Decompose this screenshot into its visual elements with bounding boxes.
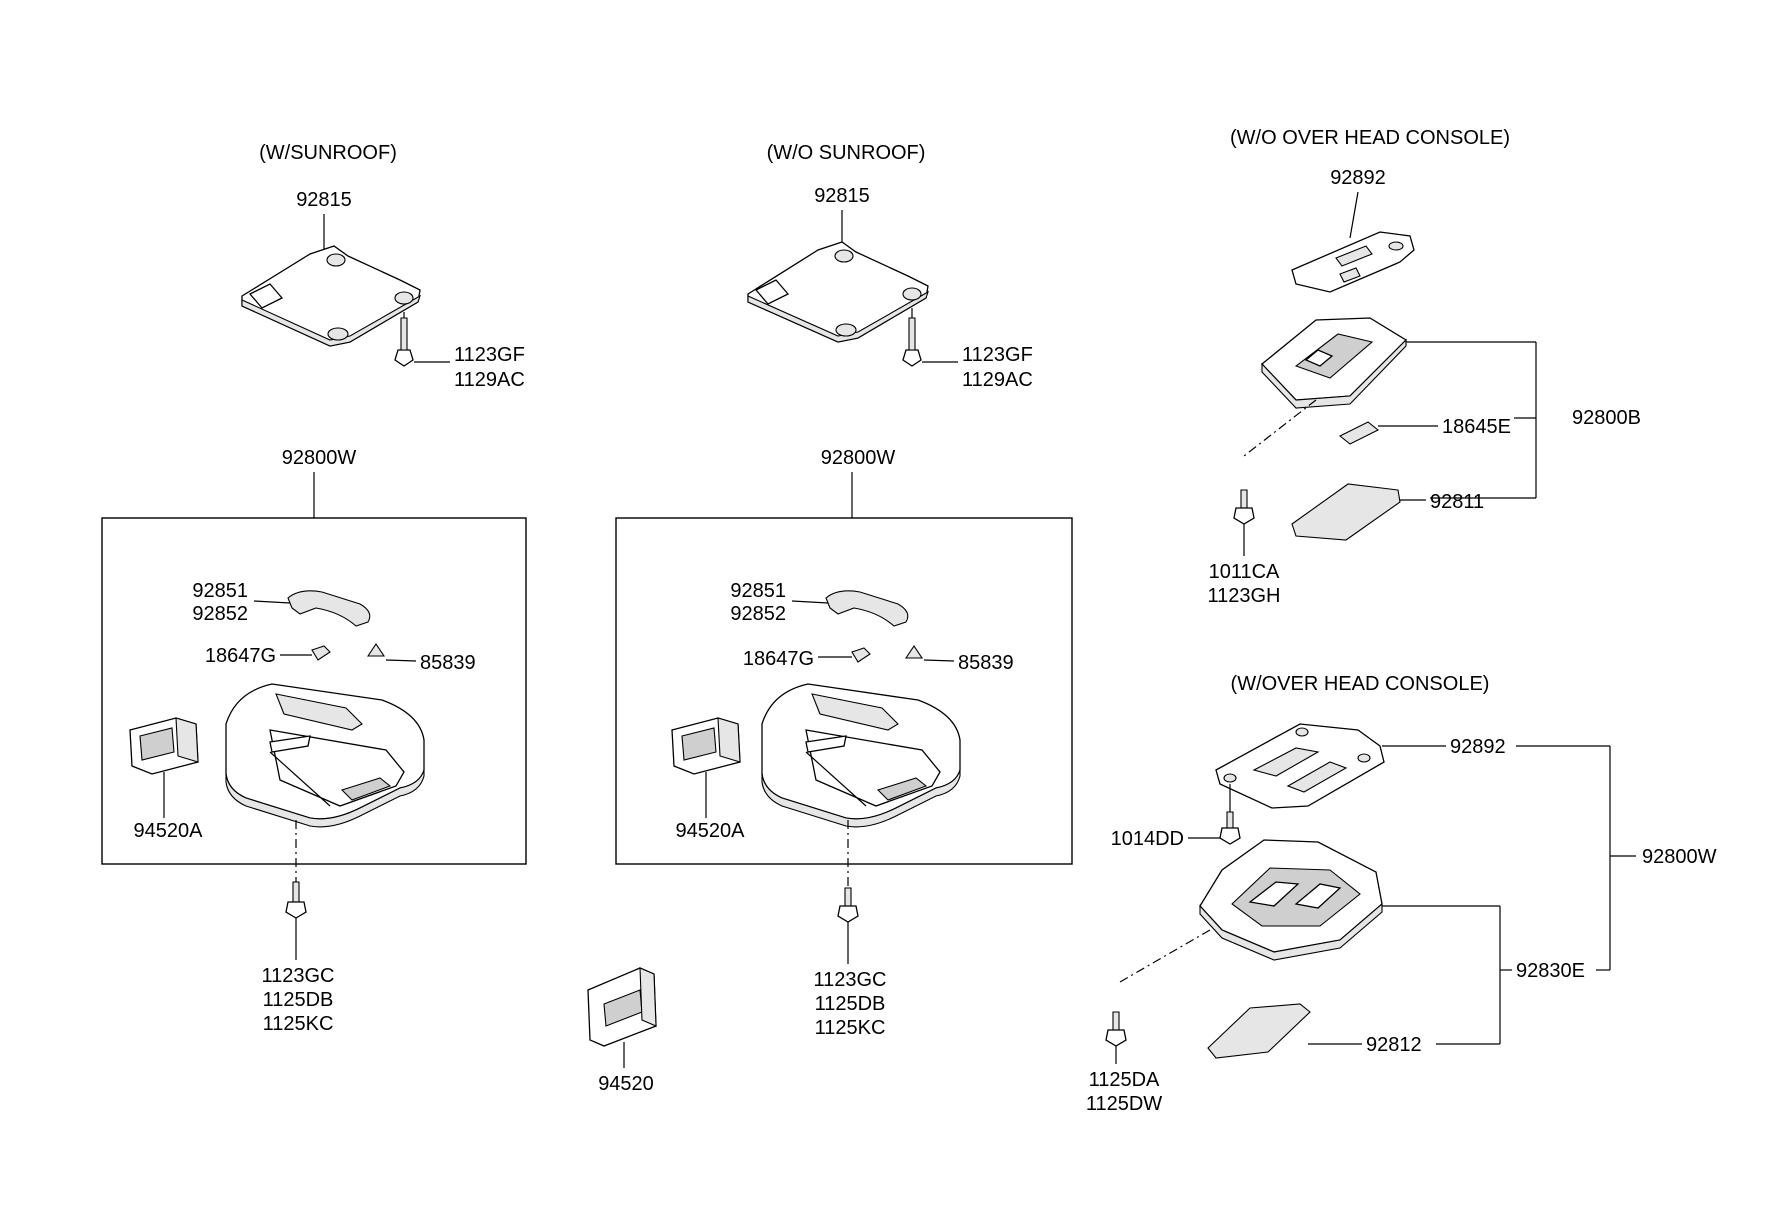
label-lens-left-92851: 92851 — [192, 580, 248, 602]
map-lamp-housing — [1261, 317, 1408, 409]
label-bolt-middle-1123gc: 1123GC — [813, 969, 886, 991]
bolt-middle — [837, 887, 859, 964]
assembly-frame-middle — [615, 517, 1073, 865]
label-bolt-lower-right-1125dw: 1125DW — [1086, 1093, 1162, 1115]
clip-part-middle — [904, 645, 924, 659]
label-screw-left-1123gf: 1123GF — [454, 344, 525, 366]
lens-part-left — [287, 590, 371, 627]
label-screw-middle-1129ac: 1129AC — [962, 369, 1033, 391]
leader-lens-middle — [791, 600, 829, 604]
bracket-plate-left — [241, 245, 421, 347]
screw-middle-top — [902, 308, 922, 367]
label-bracket-lower-right: 92892 — [1450, 736, 1506, 758]
centerline-lower-right — [1119, 929, 1211, 983]
lens-part-upper-right — [1291, 483, 1401, 541]
label-lens-middle-92851: 92851 — [730, 580, 786, 602]
module-part-middle — [671, 717, 741, 775]
label-lens-upper-right: 92811 — [1430, 491, 1484, 513]
label-screw-upper-right-1011ca: 1011CA — [1209, 561, 1280, 583]
leader-clip-middle — [923, 659, 955, 662]
label-module-middle: 94520A — [676, 820, 746, 842]
leader-bracket-upper-right — [1349, 191, 1359, 239]
label-clip-middle: 85839 — [958, 652, 1014, 674]
leader-clip-left — [385, 659, 417, 662]
label-lens-lower-right: 92812 — [1366, 1034, 1422, 1056]
label-screw-middle-1123gf: 1123GF — [962, 344, 1033, 366]
console-housing-middle — [761, 683, 961, 828]
screw-left-top — [394, 312, 414, 367]
label-bracket-left: 92815 — [296, 189, 352, 211]
leader-lens-left — [253, 600, 291, 604]
bulb-part-middle — [851, 647, 871, 663]
label-clip-left: 85839 — [420, 652, 476, 674]
section-title-w-sunroof: (W/SUNROOF) — [259, 142, 397, 164]
section-title-wo-overhead-console: (W/O OVER HEAD CONSOLE) — [1230, 127, 1510, 149]
label-bolt-left-1125db: 1125DB — [263, 989, 334, 1011]
label-screw-left-1129ac: 1129AC — [454, 369, 525, 391]
label-bulb-left: 18647G — [205, 645, 276, 667]
label-control-unit: 94520 — [598, 1073, 654, 1095]
label-bulb-middle: 18647G — [743, 648, 814, 670]
control-unit-part — [587, 967, 657, 1047]
label-bracket-upper-right: 92892 — [1330, 167, 1386, 189]
label-assembly-lower-right: 92800W — [1642, 846, 1717, 868]
label-screw-upper-right-1123gh: 1123GH — [1207, 585, 1280, 607]
clip-part-left — [366, 643, 386, 657]
console-housing-left — [225, 683, 425, 828]
label-lens-left-92852: 92852 — [192, 603, 248, 625]
label-bolt-middle-1125kc: 1125KC — [815, 1017, 886, 1039]
lens-part-middle — [825, 590, 909, 627]
label-bolt-lower-right-1125da: 1125DA — [1089, 1069, 1160, 1091]
bracket-plate-lower-right — [1215, 723, 1385, 809]
bracket-plate-middle — [747, 241, 929, 343]
label-assembly-left: 92800W — [282, 447, 357, 469]
label-bolt-left-1123gc: 1123GC — [261, 965, 334, 987]
bulb-part-upper-right — [1338, 421, 1380, 445]
section-title-wo-sunroof: (W/O SUNROOF) — [767, 142, 926, 164]
label-lens-middle-92852: 92852 — [730, 603, 786, 625]
centerline-upper-right — [1243, 399, 1317, 457]
label-bracket-middle: 92815 — [814, 185, 870, 207]
bolt-lower-right — [1105, 1011, 1127, 1064]
screw-upper-right — [1233, 489, 1255, 556]
label-assembly-upper-right: 92800B — [1572, 407, 1641, 429]
label-housing-lower-right: 92830E — [1516, 960, 1585, 982]
console-housing-lower-right — [1199, 839, 1383, 961]
label-bolt-left-1125kc: 1125KC — [263, 1013, 334, 1035]
label-assembly-middle: 92800W — [821, 447, 896, 469]
module-part-left — [129, 717, 199, 775]
assembly-frame-left — [101, 517, 527, 865]
bracket-plate-upper-right — [1291, 231, 1415, 293]
label-module-left: 94520A — [134, 820, 204, 842]
bolt-left — [285, 881, 307, 960]
screw-lower-right — [1219, 784, 1241, 845]
label-bolt-middle-1125db: 1125DB — [815, 993, 886, 1015]
lens-part-lower-right — [1207, 1003, 1311, 1059]
label-bulb-upper-right: 18645E — [1442, 416, 1511, 438]
label-screw-lower-right: 1014DD — [1111, 828, 1184, 850]
section-title-w-overhead-console: (W/OVER HEAD CONSOLE) — [1231, 673, 1490, 695]
bulb-part-left — [311, 645, 331, 661]
